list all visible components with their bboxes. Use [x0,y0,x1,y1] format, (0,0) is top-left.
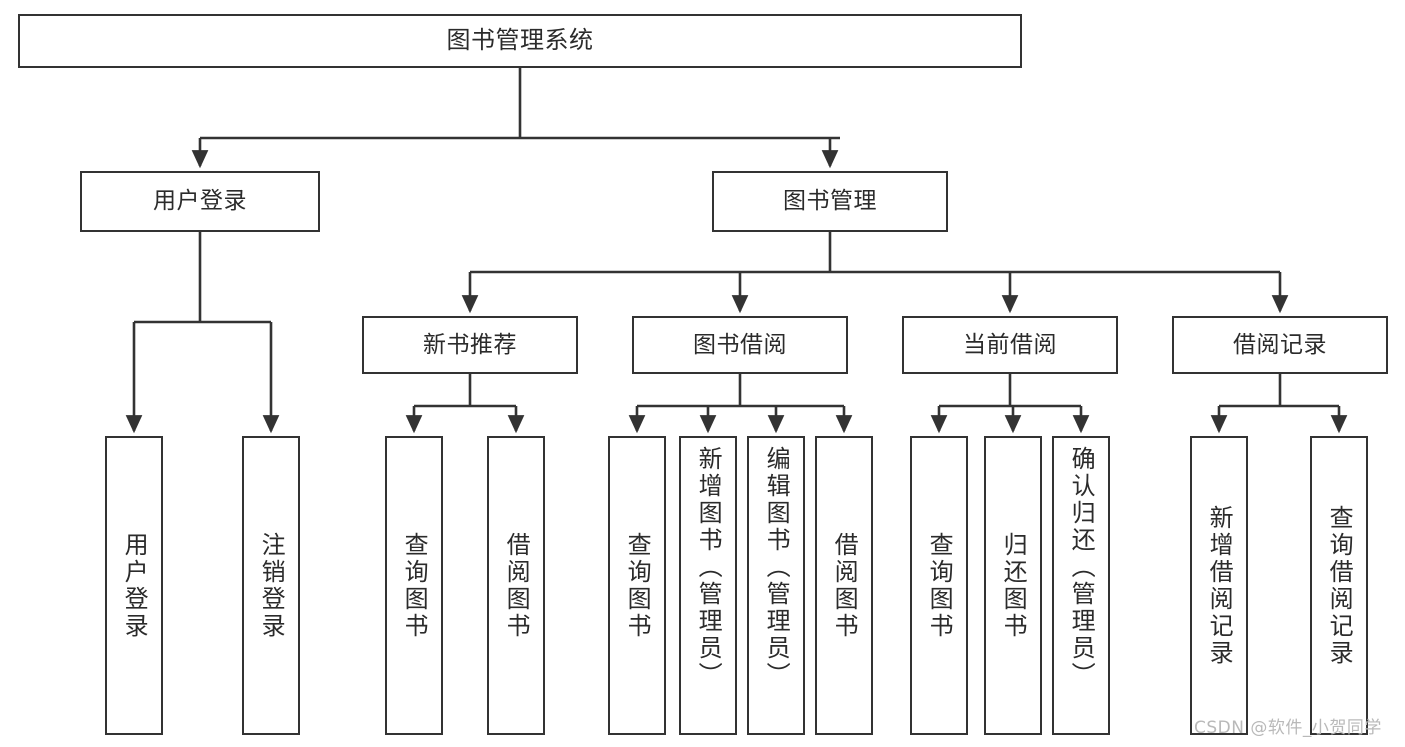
node-leaf-logout[interactable]: 注销登录 [242,436,300,735]
node-leaf-add-book[interactable]: 新增图书（管理员） [679,436,737,735]
node-leaf-borrow-book-1[interactable]: 借阅图书 [487,436,545,735]
node-label: 新增图书（管理员） [694,446,723,689]
csdn-watermark: CSDN @软件_小贺同学 [1194,718,1382,738]
node-label: 借阅图书 [830,531,859,640]
node-label: 图书借阅 [693,331,787,358]
node-root-system[interactable]: 图书管理系统 [18,14,1022,68]
node-label: 新增借阅记录 [1205,504,1234,667]
node-label: 图书管理 [783,188,877,215]
node-label: 当前借阅 [963,331,1057,358]
node-leaf-confirm-return[interactable]: 确认归还（管理员） [1052,436,1110,735]
node-label: 新书推荐 [423,331,517,358]
node-leaf-user-login[interactable]: 用户登录 [105,436,163,735]
node-book-manage[interactable]: 图书管理 [712,171,948,232]
node-label: 查询图书 [925,531,954,640]
node-label: 编辑图书（管理员） [762,446,791,689]
node-label: 用户登录 [153,188,247,215]
node-label: 注销登录 [257,531,286,640]
node-label: 查询图书 [400,531,429,640]
node-label: 借阅图书 [502,531,531,640]
node-leaf-query-book-3[interactable]: 查询图书 [910,436,968,735]
node-current-borrow[interactable]: 当前借阅 [902,316,1118,374]
node-leaf-query-book-2[interactable]: 查询图书 [608,436,666,735]
node-label: 查询借阅记录 [1325,504,1354,667]
node-leaf-return-book[interactable]: 归还图书 [984,436,1042,735]
node-label: 查询图书 [623,531,652,640]
node-leaf-edit-book[interactable]: 编辑图书（管理员） [747,436,805,735]
node-label: 用户登录 [120,531,149,640]
node-label: 图书管理系统 [446,26,594,55]
node-label: 确认归还（管理员） [1067,446,1096,689]
node-leaf-add-record[interactable]: 新增借阅记录 [1190,436,1248,735]
node-label: 归还图书 [999,531,1028,640]
node-user-login[interactable]: 用户登录 [80,171,320,232]
node-book-borrow[interactable]: 图书借阅 [632,316,848,374]
node-leaf-query-book-1[interactable]: 查询图书 [385,436,443,735]
node-leaf-query-record[interactable]: 查询借阅记录 [1310,436,1368,735]
node-new-book-recommend[interactable]: 新书推荐 [362,316,578,374]
node-leaf-borrow-book-2[interactable]: 借阅图书 [815,436,873,735]
node-borrow-record[interactable]: 借阅记录 [1172,316,1388,374]
node-label: 借阅记录 [1233,331,1327,358]
